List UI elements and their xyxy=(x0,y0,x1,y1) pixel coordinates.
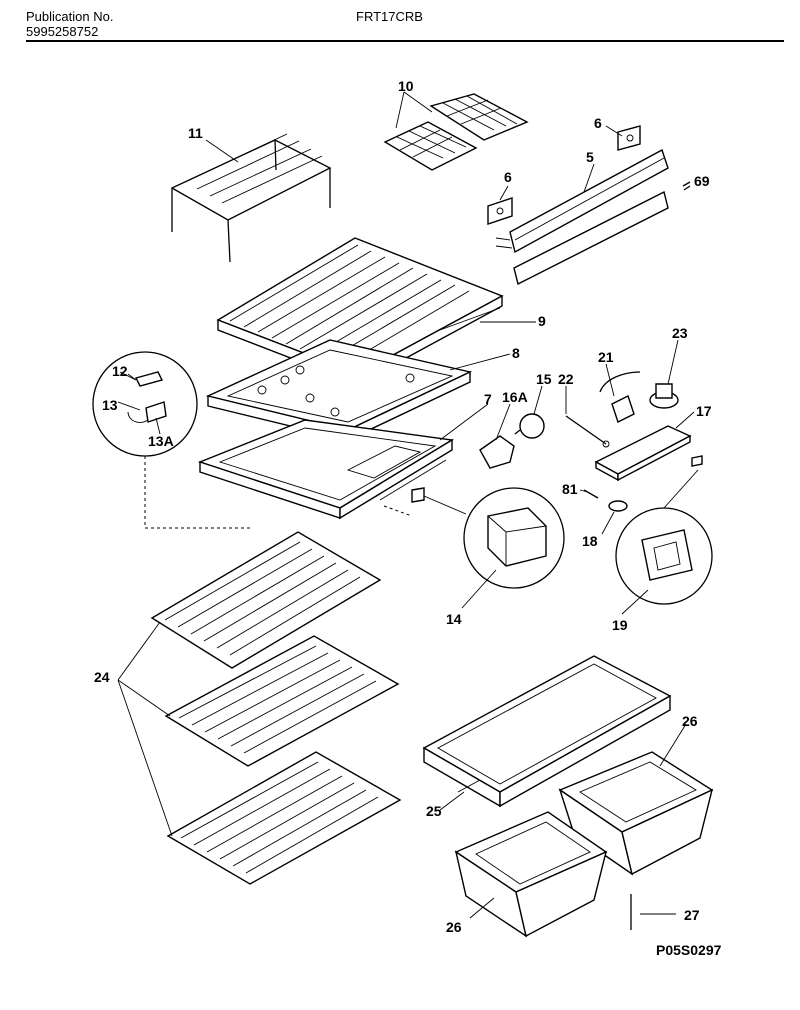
callout-13: 13 xyxy=(102,397,118,413)
control-housing-part-17 xyxy=(594,425,692,482)
leader-line-81 xyxy=(579,489,589,493)
callout-7: 7 xyxy=(484,391,492,407)
callout-26-left: 26 xyxy=(446,919,462,935)
leader-line-19 xyxy=(621,589,649,615)
crisper-cover-part-25 xyxy=(422,655,672,808)
leader-lines-part-24 xyxy=(117,621,173,837)
callout-18: 18 xyxy=(582,533,598,549)
glass-shelf-part-24-bottom xyxy=(166,751,402,885)
callout-15: 15 xyxy=(536,371,552,387)
callout-24: 24 xyxy=(94,669,110,685)
leader-line-6-upper xyxy=(605,125,623,137)
hinge-detail-circle xyxy=(92,351,250,529)
glass-shelf-part-24-top xyxy=(150,531,382,669)
shelf-frame-part-7 xyxy=(197,419,455,520)
leader-line-10 xyxy=(395,91,433,129)
front-trim-part-5 xyxy=(495,148,669,286)
leader-line-7 xyxy=(439,403,489,441)
washer-part-18 xyxy=(608,500,628,512)
light-bulb-part-15 xyxy=(514,413,545,439)
callout-6-upper: 6 xyxy=(594,115,602,131)
leader-line-5 xyxy=(583,163,595,193)
callout-8: 8 xyxy=(512,345,520,361)
leader-line-13a xyxy=(155,417,161,435)
callout-26-right: 26 xyxy=(682,713,698,729)
callout-9: 9 xyxy=(538,313,546,329)
leader-line-18 xyxy=(601,511,615,535)
callout-25: 25 xyxy=(426,803,442,819)
model-number: FRT17CRB xyxy=(356,9,423,24)
callout-10: 10 xyxy=(398,78,414,94)
switch-detail-circle-part-19 xyxy=(615,469,713,605)
drawing-code: P05S0297 xyxy=(656,942,722,958)
screw-part-27 xyxy=(630,894,676,930)
publication-number: 5995258752 xyxy=(26,24,99,39)
leader-line-12 xyxy=(127,373,137,381)
publication-label: Publication No. xyxy=(26,9,114,24)
callout-6-lower: 6 xyxy=(504,169,512,185)
callout-12: 12 xyxy=(112,363,128,379)
leader-line-17 xyxy=(675,411,695,429)
thermostat-part-21 xyxy=(599,371,641,423)
callout-81: 81 xyxy=(562,481,578,497)
callout-21: 21 xyxy=(598,349,614,365)
callout-13a: 13A xyxy=(148,433,174,449)
leader-line-15 xyxy=(533,385,543,415)
ice-trays-part-10 xyxy=(383,93,529,171)
callout-11: 11 xyxy=(188,125,203,141)
callout-5: 5 xyxy=(586,149,594,165)
leader-line-21 xyxy=(605,363,615,397)
callout-16a: 16A xyxy=(502,389,528,405)
lamp-socket-part-16a xyxy=(479,435,515,469)
switch-part-19-small xyxy=(691,455,703,467)
screw-part-69 xyxy=(682,181,691,191)
damper-detail-circle-part-14 xyxy=(383,487,565,589)
leader-line-25 xyxy=(439,791,465,811)
bracket-part-6-lower xyxy=(487,197,513,225)
crisper-drawer-part-26-left xyxy=(454,811,608,938)
header-rule xyxy=(26,40,784,42)
leader-line-14 xyxy=(461,569,497,609)
callout-23: 23 xyxy=(672,325,688,341)
crisper-drawer-part-26-right xyxy=(558,723,714,876)
callout-14: 14 xyxy=(446,611,462,627)
knob-part-23 xyxy=(649,383,679,409)
rod-part-22 xyxy=(565,415,610,448)
callout-17: 17 xyxy=(696,403,712,419)
callout-22: 22 xyxy=(558,371,574,387)
leader-line-11 xyxy=(205,139,239,163)
wire-rack-part-11 xyxy=(170,133,332,263)
leader-line-16a xyxy=(495,403,511,441)
glass-shelf-part-24-middle xyxy=(164,635,400,767)
callout-19: 19 xyxy=(612,617,628,633)
callout-69: 69 xyxy=(694,173,710,189)
leader-line-6-lower xyxy=(499,185,509,201)
leader-line-8 xyxy=(449,353,511,371)
leader-line-23 xyxy=(667,339,679,385)
callout-27: 27 xyxy=(684,907,700,923)
bracket-part-6-upper xyxy=(617,125,641,151)
